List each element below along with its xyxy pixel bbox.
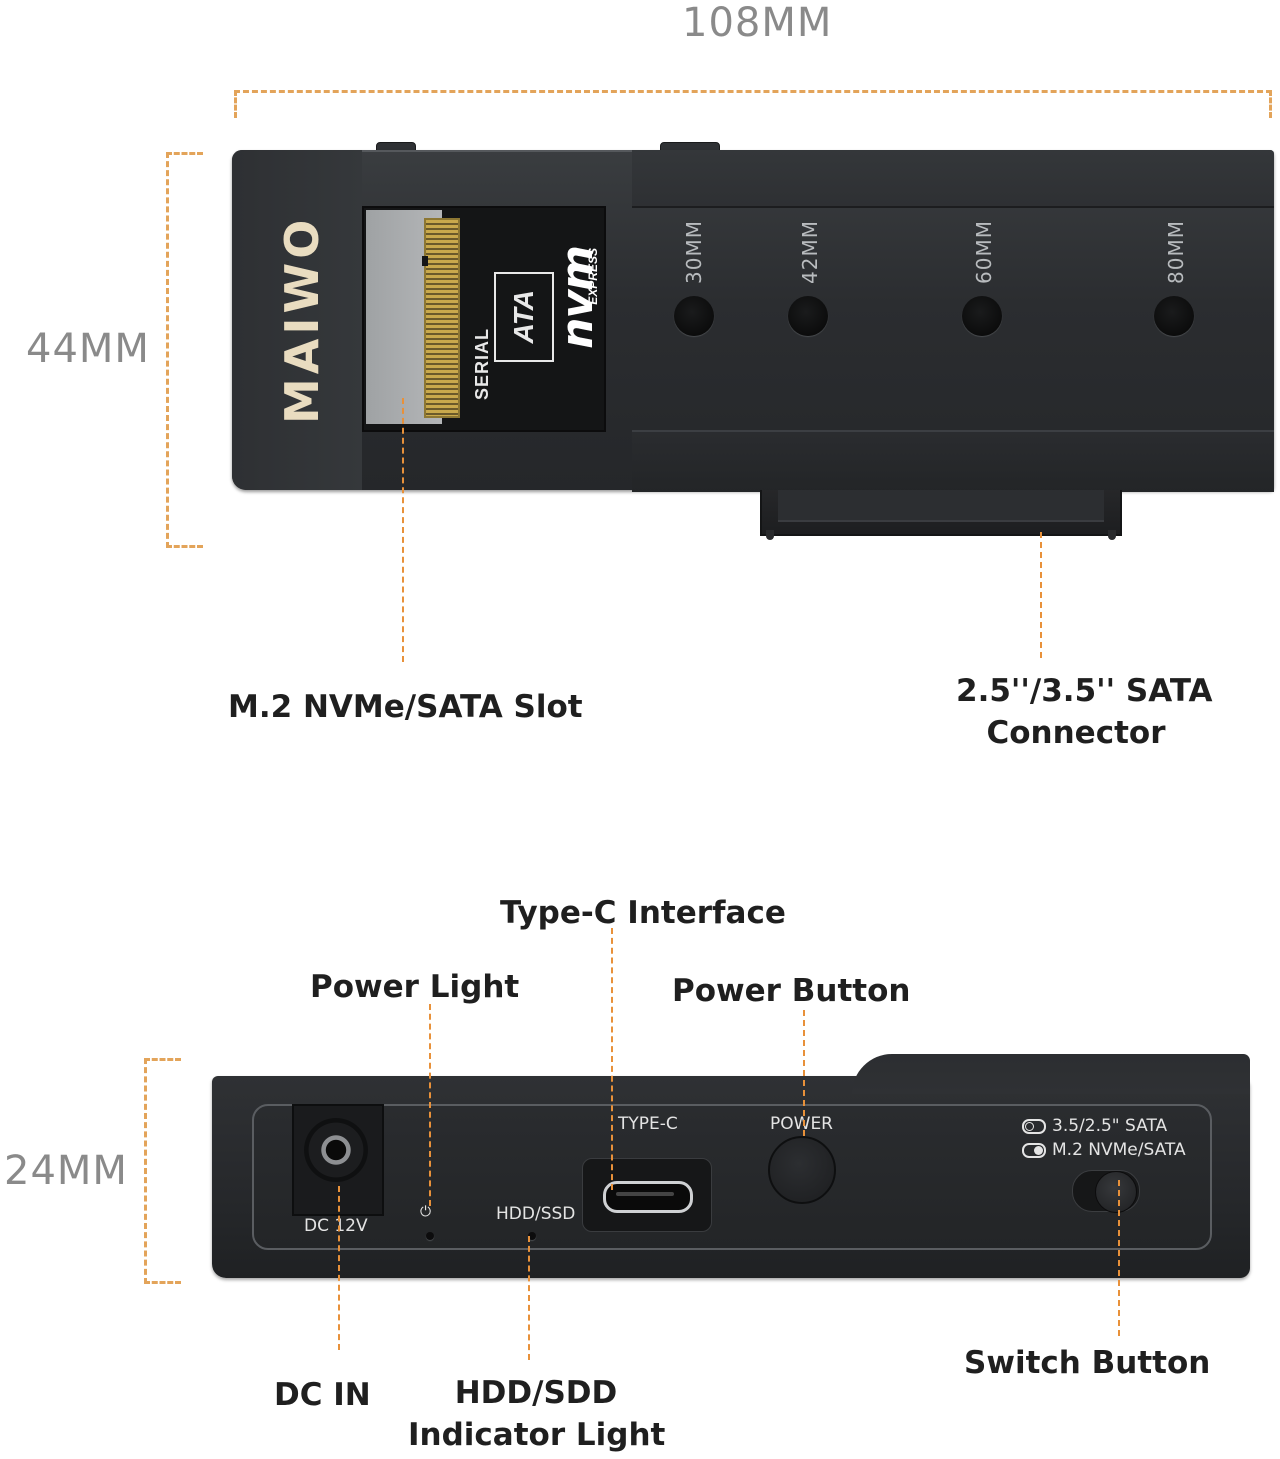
- length-mark-80mm: 80MM: [1164, 220, 1188, 284]
- sata-connector-callout-line2: Connector: [986, 715, 1166, 751]
- depth-dimension-label: 24MM: [4, 1148, 128, 1194]
- hdd-ssd-label: HDD/SSD: [496, 1204, 576, 1224]
- switch-option-m2: M.2 NVMe/SATA: [1022, 1140, 1186, 1160]
- power-light-leader: [429, 1004, 431, 1206]
- top-ridge: [632, 150, 1274, 208]
- sata-connector-leader: [1040, 532, 1042, 658]
- power-button-callout: Power Button: [672, 973, 911, 1009]
- switch-button-leader: [1118, 1180, 1120, 1336]
- mode-switch[interactable]: [1072, 1170, 1140, 1213]
- sata-connector-callout-line1: 2.5''/3.5'' SATA: [956, 673, 1213, 709]
- toggle-left-icon: [1022, 1118, 1046, 1134]
- screw-hole-42mm[interactable]: [788, 296, 828, 336]
- ata-logo-text: ATA: [508, 290, 539, 344]
- switch-option-m2-text: M.2 NVMe/SATA: [1052, 1140, 1186, 1160]
- switch-option-sata: 3.5/2.5" SATA: [1022, 1116, 1167, 1136]
- length-mark-60mm: 60MM: [972, 220, 996, 284]
- ata-logo: ATA: [494, 272, 554, 362]
- switch-option-sata-text: 3.5/2.5" SATA: [1052, 1116, 1168, 1136]
- m2-slot-leader: [402, 398, 404, 662]
- type-c-callout: Type-C Interface: [500, 895, 786, 931]
- hdd-ssd-indicator-light: [528, 1232, 536, 1240]
- switch-button-callout: Switch Button: [964, 1345, 1211, 1381]
- serial-ata-label: SERIAL: [472, 328, 492, 401]
- screw-hole-80mm[interactable]: [1154, 296, 1194, 336]
- height-dimension-bracket: [166, 152, 203, 548]
- dc-12v-label: DC 12V: [304, 1216, 368, 1236]
- brand-logo: MAIWO: [275, 215, 329, 425]
- type-c-port-plate: [582, 1158, 712, 1232]
- indicator-callout-line1: HDD/SDD: [454, 1375, 618, 1411]
- type-c-label: TYPE-C: [618, 1114, 678, 1134]
- sata-peg-left: [766, 530, 774, 540]
- width-dimension-line: [234, 90, 1272, 93]
- width-dimension-label: 108MM: [682, 0, 833, 46]
- sata-connector[interactable]: [760, 490, 1122, 540]
- dc-in-leader: [338, 1186, 340, 1350]
- screw-hole-30mm[interactable]: [674, 296, 714, 336]
- front-hump: [852, 1054, 1250, 1094]
- bottom-ridge: [632, 430, 1274, 492]
- power-button[interactable]: [768, 1136, 836, 1204]
- slot-key-notch: [422, 256, 428, 266]
- adapter-top-view: MAIWO SERIAL ATA nvm EXPRESS 30MM 42MM 6…: [232, 150, 1274, 492]
- width-dimension-tick-left: [234, 90, 237, 118]
- adapter-front-view: DC 12V ⏻ HDD/SSD TYPE-C POWER 3.5/2.5" S…: [212, 1054, 1250, 1278]
- indicator-leader: [528, 1236, 530, 1360]
- m2-slot-callout: M.2 NVMe/SATA Slot: [228, 689, 583, 725]
- type-c-port[interactable]: [603, 1181, 693, 1213]
- width-dimension-tick-right: [1269, 90, 1272, 118]
- screw-hole-60mm[interactable]: [962, 296, 1002, 336]
- length-mark-42mm: 42MM: [798, 220, 822, 284]
- m2-connector-pins: [424, 218, 460, 418]
- dc-jack-hole: [304, 1118, 368, 1182]
- sata-peg-right: [1108, 530, 1116, 540]
- length-mark-30mm: 30MM: [682, 220, 706, 284]
- type-c-tongue: [616, 1192, 674, 1196]
- indicator-callout-line2: Indicator Light: [408, 1417, 666, 1453]
- power-icon: ⏻: [420, 1204, 432, 1220]
- power-button-label: POWER: [770, 1114, 833, 1134]
- toggle-right-icon: [1022, 1142, 1046, 1158]
- brand-panel: MAIWO: [232, 150, 362, 490]
- front-panel: DC 12V ⏻ HDD/SSD TYPE-C POWER 3.5/2.5" S…: [252, 1104, 1212, 1250]
- mode-switch-knob[interactable]: [1095, 1171, 1137, 1213]
- power-light: [426, 1232, 434, 1240]
- power-button-leader: [803, 1010, 805, 1136]
- dc-in-callout: DC IN: [274, 1377, 371, 1413]
- height-dimension-label: 44MM: [26, 326, 150, 372]
- nvme-express-text: EXPRESS: [586, 248, 600, 305]
- type-c-leader: [611, 928, 613, 1190]
- m2-slot[interactable]: SERIAL ATA nvm EXPRESS: [362, 206, 606, 432]
- sata-connector-inner: [778, 490, 1104, 522]
- depth-dimension-bracket: [144, 1058, 181, 1284]
- power-light-callout: Power Light: [310, 969, 520, 1005]
